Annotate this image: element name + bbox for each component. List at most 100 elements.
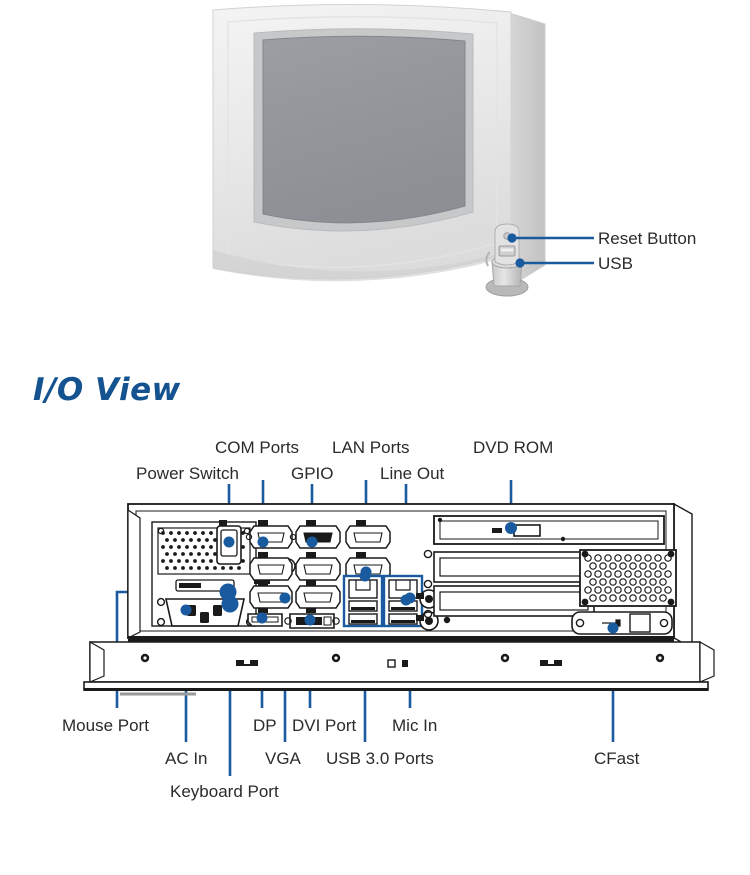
db9-tab-6 bbox=[356, 552, 366, 558]
dvd-rom-bay bbox=[433, 515, 665, 545]
vent-screw-bl bbox=[581, 598, 589, 606]
displayport-port bbox=[247, 608, 283, 627]
leader-dot-dvi-port bbox=[304, 614, 316, 626]
dvd-rom-indicator bbox=[492, 528, 502, 533]
com-port-1 bbox=[245, 520, 297, 549]
leader-dot-vga bbox=[279, 592, 291, 604]
vga-dshell bbox=[303, 592, 333, 603]
leader-dot-mic-in bbox=[404, 592, 416, 604]
vga-port bbox=[279, 580, 341, 609]
bezel-indicator-2 bbox=[402, 660, 408, 667]
psu-screw-tl bbox=[157, 527, 165, 535]
right-vent-grille bbox=[579, 549, 677, 607]
bezel-screw-3-center bbox=[503, 656, 507, 660]
dvi-jackscrew-l bbox=[284, 617, 292, 625]
com-port-4 bbox=[295, 552, 341, 581]
bezel-screw-4-center bbox=[658, 656, 662, 660]
callout-label-usb: USB bbox=[598, 254, 633, 273]
leader-dot-ac-in bbox=[180, 604, 192, 616]
com-port-5 bbox=[345, 520, 391, 549]
usb-port-tongue bbox=[501, 248, 513, 252]
io-label-usb-3-ports: USB 3.0 Ports bbox=[326, 749, 434, 768]
vent-screw-tr bbox=[667, 550, 675, 558]
io-label-dp: DP bbox=[253, 716, 277, 735]
vent-screw-br bbox=[667, 598, 675, 606]
chassis-bottom-rail bbox=[128, 636, 674, 642]
leader-dot-reset-button bbox=[507, 233, 517, 243]
bezel-screw-1-center bbox=[143, 656, 147, 660]
psu-screw-bl2 bbox=[156, 617, 166, 627]
bezel-bottom-shadow bbox=[213, 250, 511, 282]
lcd-screen bbox=[262, 35, 466, 224]
bezel-indicator-1 bbox=[387, 659, 396, 668]
gpio-tab bbox=[306, 520, 316, 526]
cfast-panel bbox=[571, 611, 673, 635]
gpio-port bbox=[295, 520, 341, 549]
page-title: I/O View bbox=[33, 372, 181, 408]
usb-jack-left-lower bbox=[348, 613, 378, 625]
io-rear-panel-drawing bbox=[83, 480, 715, 776]
lan-jack-left bbox=[348, 579, 378, 599]
leader-dot-dp bbox=[256, 612, 268, 624]
io-label-line-out: Line Out bbox=[380, 464, 445, 483]
audio-tab-2 bbox=[416, 615, 424, 621]
com-ports-group bbox=[245, 520, 297, 609]
leader-dot-com-ports bbox=[257, 536, 269, 548]
db9-dshell-5 bbox=[353, 532, 383, 543]
dvd-rom-inner bbox=[439, 520, 659, 540]
expansion-slot-1-inner bbox=[439, 557, 589, 577]
bezel-clip-right bbox=[540, 660, 562, 666]
lan-jack-right-clip bbox=[395, 580, 411, 591]
io-label-gpio: GPIO bbox=[291, 464, 334, 483]
bezel-screw-2-center bbox=[334, 656, 338, 660]
cover-hinge bbox=[485, 251, 491, 267]
chassis-left-flange bbox=[127, 508, 141, 639]
lan-usb-module-left bbox=[342, 574, 384, 628]
dvd-rom-frame bbox=[433, 515, 665, 545]
gpio-vga-group bbox=[279, 520, 341, 609]
io-label-mic-in: Mic In bbox=[392, 716, 438, 735]
db9-tab-3 bbox=[258, 580, 268, 586]
dvd-screw-tl bbox=[437, 517, 443, 523]
voltage-selector-switch bbox=[179, 583, 201, 588]
io-label-lan-ports: LAN Ports bbox=[332, 438, 410, 457]
panel-pc-front-view bbox=[212, 3, 594, 297]
db9-tab-2 bbox=[258, 552, 268, 558]
db9-jackscrew-l1 bbox=[245, 533, 253, 541]
leader-dot-usb bbox=[515, 258, 525, 268]
dvi-tab bbox=[306, 608, 316, 613]
io-label-power-switch: Power Switch bbox=[136, 464, 239, 483]
port-cover-assembly bbox=[485, 223, 529, 297]
usb-jack-right-lower-tongue bbox=[391, 620, 415, 623]
power-switch-tab bbox=[219, 520, 227, 526]
bezel-left-cap bbox=[89, 640, 105, 683]
io-label-keyboard-port: Keyboard Port bbox=[170, 782, 279, 801]
leader-dot-usb-3-ports bbox=[359, 570, 371, 582]
usb-jack-left-upper bbox=[348, 600, 378, 612]
leader-dot-power-switch bbox=[223, 536, 235, 548]
io-cover-body bbox=[494, 223, 520, 266]
leader-dot-gpio bbox=[306, 536, 318, 548]
cfast-aux-port bbox=[629, 613, 651, 633]
leader-dot-keyboard-port bbox=[221, 595, 239, 613]
usb-jack-left-upper-tongue bbox=[351, 607, 375, 610]
db9-dshell-4 bbox=[303, 564, 333, 575]
slot-screw-1 bbox=[423, 549, 433, 559]
ac-inlet-housing bbox=[165, 598, 245, 627]
lan-jack-left-clip bbox=[355, 580, 371, 591]
psu-screw-tr bbox=[243, 527, 251, 535]
cfast-screw-right bbox=[659, 618, 669, 628]
power-switch-port bbox=[216, 520, 242, 565]
io-label-dvd-rom: DVD ROM bbox=[473, 438, 554, 457]
bezel-lip-shadow bbox=[84, 688, 708, 691]
fan-grille-frame bbox=[157, 527, 251, 575]
io-label-ac-in: AC In bbox=[165, 749, 208, 768]
leader-dot-dvd-rom bbox=[505, 522, 517, 534]
expansion-slot-2-inner bbox=[439, 591, 589, 611]
callout-label-reset-button: Reset Button bbox=[598, 229, 697, 248]
vent-holes bbox=[584, 554, 672, 602]
com-port-2 bbox=[249, 552, 293, 581]
com-ports-column-3 bbox=[345, 520, 391, 581]
callout-leaders-top bbox=[507, 233, 594, 268]
